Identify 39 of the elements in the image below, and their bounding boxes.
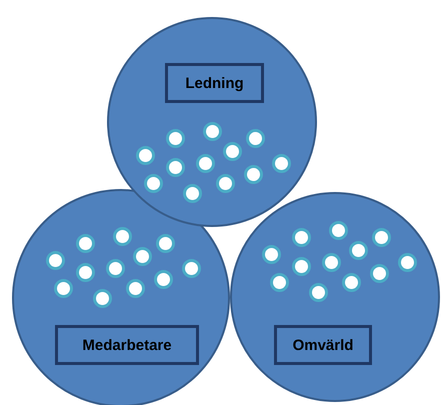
heading-box: Omvärld	[274, 325, 372, 365]
dot-icon	[272, 154, 290, 172]
dot-icon	[348, 240, 368, 260]
dot-icon	[322, 252, 340, 272]
dot-icon	[154, 270, 172, 288]
dot-icon	[136, 146, 154, 164]
dot-icon	[246, 128, 264, 148]
dot-icon	[222, 142, 242, 160]
dot-icon	[112, 226, 132, 246]
dot-icon	[166, 158, 184, 176]
dot-icon	[398, 252, 416, 272]
heading-box: Medarbetare	[55, 325, 199, 365]
dot-icon	[156, 234, 174, 252]
dot-icon	[308, 282, 328, 302]
dot-icon	[92, 288, 112, 308]
dot-icon	[182, 258, 200, 278]
dot-icon	[262, 244, 280, 264]
dot-icon	[202, 122, 222, 140]
dot-icon	[166, 128, 184, 148]
dot-icon	[292, 256, 310, 276]
heading-box: Ledning	[165, 63, 264, 103]
dot-icon	[76, 234, 94, 252]
dot-icon	[292, 228, 310, 246]
dot-icon	[76, 262, 94, 282]
dot-icon	[106, 258, 124, 278]
dot-icon	[126, 278, 144, 298]
dot-icon	[54, 278, 72, 298]
dot-icon	[244, 164, 262, 184]
dot-icon	[342, 272, 360, 292]
dot-icon	[372, 228, 390, 246]
dot-icon	[196, 154, 214, 172]
dot-icon	[270, 272, 288, 292]
dot-icon	[182, 184, 202, 202]
dot-icon	[46, 250, 64, 270]
dot-icon	[370, 264, 388, 282]
dot-icon	[216, 174, 234, 192]
dot-icon	[144, 174, 162, 192]
dot-icon	[132, 246, 152, 266]
dot-icon	[328, 220, 348, 240]
